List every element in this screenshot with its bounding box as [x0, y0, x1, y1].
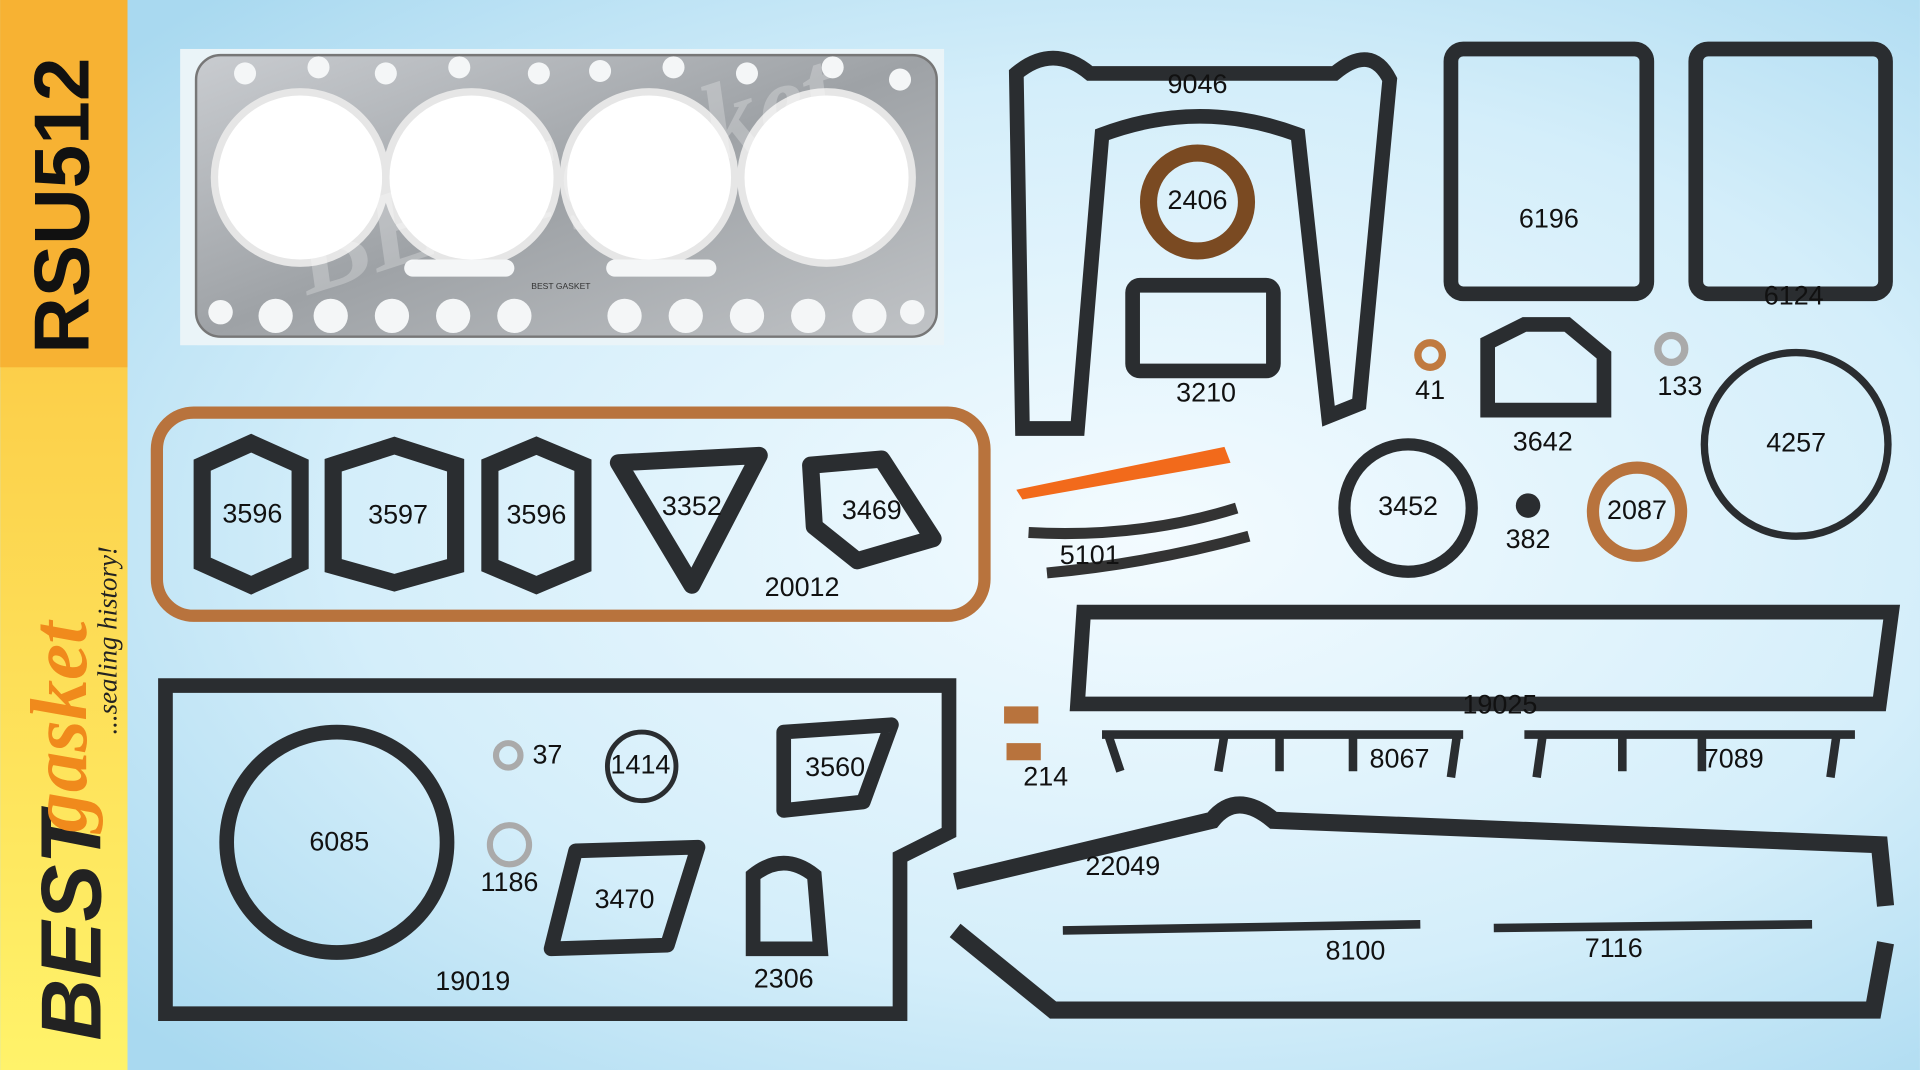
svg-text:BEST: BEST [24, 805, 120, 1040]
svg-text:...sealing history!: ...sealing history! [92, 546, 122, 734]
small-gaskets-lower-left [219, 717, 899, 960]
part-labels: 9046 2406 3210 6196 6124 41 3642 133 425… [222, 69, 1826, 996]
label-19025: 19025 [1462, 690, 1537, 720]
gasket-19019 [158, 678, 957, 1022]
gasket-9046 [1008, 50, 1398, 436]
label-6196: 6196 [1519, 203, 1579, 233]
label-3642: 3642 [1513, 426, 1573, 456]
gasket-6124 [1688, 41, 1893, 302]
label-3452: 3452 [1378, 491, 1438, 521]
kit-number: RSU512 [17, 58, 105, 354]
label-22049: 22049 [1085, 851, 1160, 881]
label-1414: 1414 [611, 749, 671, 779]
utility-knife [1016, 446, 1231, 500]
label-7089: 7089 [1704, 743, 1764, 773]
label-133: 133 [1657, 371, 1702, 401]
gasket-6196 [1443, 41, 1655, 302]
head-gasket: BEST GASKET BESTgasket [180, 27, 945, 346]
label-214: 214 [1023, 762, 1068, 792]
label-3596-b: 3596 [506, 500, 566, 530]
label-382: 382 [1506, 524, 1551, 554]
label-8100: 8100 [1325, 936, 1385, 966]
label-8067: 8067 [1370, 743, 1430, 773]
label-3470: 3470 [595, 884, 655, 914]
label-9046: 9046 [1168, 69, 1228, 99]
label-3210: 3210 [1176, 377, 1236, 407]
label-2087: 2087 [1607, 495, 1667, 525]
label-3469: 3469 [842, 495, 902, 525]
gasket-19025 [1069, 604, 1901, 712]
svg-text:gasket: gasket [15, 619, 104, 834]
label-7116: 7116 [1585, 933, 1643, 963]
gasket-3210 [1125, 277, 1281, 379]
label-4257: 4257 [1766, 428, 1826, 458]
brand-logo: BEST gasket ...sealing history! [15, 546, 123, 1041]
label-2306: 2306 [754, 964, 814, 994]
label-3596: 3596 [222, 499, 282, 529]
label-41: 41 [1415, 375, 1445, 405]
label-3597: 3597 [368, 500, 428, 530]
label-6124: 6124 [1764, 281, 1824, 311]
small-gaskets-valve [193, 433, 942, 595]
seal-2406 [1139, 144, 1256, 260]
label-3352: 3352 [662, 491, 722, 521]
label-19019: 19019 [435, 966, 510, 996]
label-1186: 1186 [481, 867, 539, 897]
label-3560: 3560 [805, 752, 865, 782]
label-6085: 6085 [309, 827, 369, 857]
svg-text:BEST GASKET: BEST GASKET [531, 281, 591, 291]
label-20012: 20012 [765, 572, 840, 602]
label-37: 37 [532, 740, 562, 770]
label-2406: 2406 [1168, 185, 1228, 215]
label-5101: 5101 [1060, 540, 1120, 570]
gasket-20012 [150, 406, 991, 622]
